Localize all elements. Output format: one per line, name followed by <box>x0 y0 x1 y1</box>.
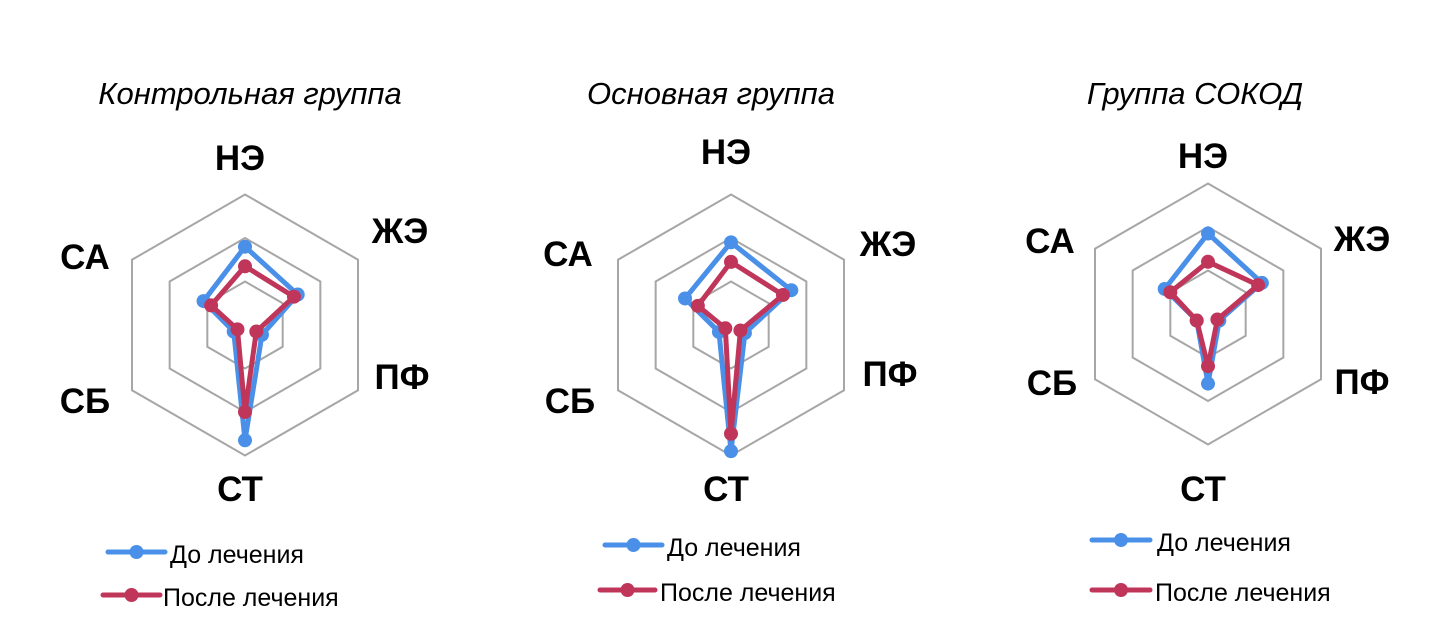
data-point <box>1201 376 1215 391</box>
axis-label: СА <box>543 235 593 274</box>
legend-item: После лечения <box>100 584 339 612</box>
legend-item: До лечения <box>602 534 801 562</box>
axis-label: НЭ <box>215 139 265 178</box>
axis-label: СБ <box>1027 364 1077 403</box>
legend-marker-icon <box>1114 533 1128 547</box>
data-point <box>718 321 733 336</box>
data-point <box>204 298 219 313</box>
axis-label: ЖЭ <box>1333 220 1391 259</box>
data-point <box>238 259 252 274</box>
axis-label: СТ <box>217 470 263 509</box>
data-point <box>249 324 264 339</box>
series-before <box>678 235 799 459</box>
data-point <box>724 235 738 250</box>
axis-label: НЭ <box>701 133 751 172</box>
axis-label: СА <box>60 238 110 277</box>
data-point <box>238 405 252 419</box>
axis-label: СТ <box>703 470 749 509</box>
legend-marker-icon <box>129 545 144 559</box>
legend-item: До лечения <box>105 541 304 569</box>
axis-label: НЭ <box>1178 137 1228 176</box>
data-point <box>1189 313 1204 328</box>
data-point <box>1201 254 1215 269</box>
axis-label: ЖЭ <box>859 225 917 264</box>
chart-title: Основная группа <box>587 76 835 111</box>
legend-marker-icon <box>626 538 641 552</box>
data-point <box>230 322 245 337</box>
legend-label: После лечения <box>1155 579 1331 607</box>
series-line <box>1162 231 1265 387</box>
data-point <box>238 239 252 254</box>
data-point <box>1201 226 1215 241</box>
data-point <box>733 323 748 338</box>
axis-label: ПФ <box>862 355 917 394</box>
data-point <box>286 289 301 304</box>
legend-label: После лечения <box>660 579 836 607</box>
series-after <box>204 259 301 419</box>
axis-label: СБ <box>545 382 595 421</box>
data-point <box>1201 359 1215 374</box>
axis-label: ЖЭ <box>371 212 429 251</box>
data-point <box>775 287 790 302</box>
series-after <box>1163 254 1266 374</box>
radar-chart-3: Группа СОКОД НЭ ЖЭ ПФ СТ СБ СА До леченияПосле … <box>1025 76 1390 607</box>
axis-label: СА <box>1025 222 1075 261</box>
legend-label: После лечения <box>163 584 339 612</box>
legend-item: После лечения <box>1089 579 1331 607</box>
axis-label: СТ <box>1180 470 1226 509</box>
data-point <box>238 433 252 448</box>
grid-ring <box>130 193 360 457</box>
axis-label: ПФ <box>1334 363 1389 402</box>
chart-title: Группа СОКОД <box>1087 76 1303 111</box>
grid-ring <box>1093 182 1323 446</box>
data-point <box>1251 278 1266 293</box>
data-point <box>690 298 705 313</box>
data-point <box>1163 285 1178 300</box>
chart-title: Контрольная группа <box>98 76 401 111</box>
legend-marker-icon <box>620 583 635 597</box>
series-after <box>690 254 790 441</box>
legend-label: До лечения <box>667 534 801 562</box>
legend-label: До лечения <box>1157 529 1291 557</box>
grid-ring <box>1131 225 1285 403</box>
data-point <box>724 444 738 459</box>
legend-item: До лечения <box>1089 529 1291 557</box>
data-point <box>724 254 738 269</box>
axis-label: ПФ <box>374 358 429 397</box>
legend-marker-icon <box>1114 583 1128 597</box>
data-point <box>678 291 693 306</box>
legend-label: До лечения <box>170 541 304 569</box>
data-point <box>1210 312 1225 327</box>
legend-item: После лечения <box>597 579 836 607</box>
axis-label: СБ <box>60 382 110 421</box>
legend-marker-icon <box>124 588 139 602</box>
data-point <box>724 426 738 441</box>
